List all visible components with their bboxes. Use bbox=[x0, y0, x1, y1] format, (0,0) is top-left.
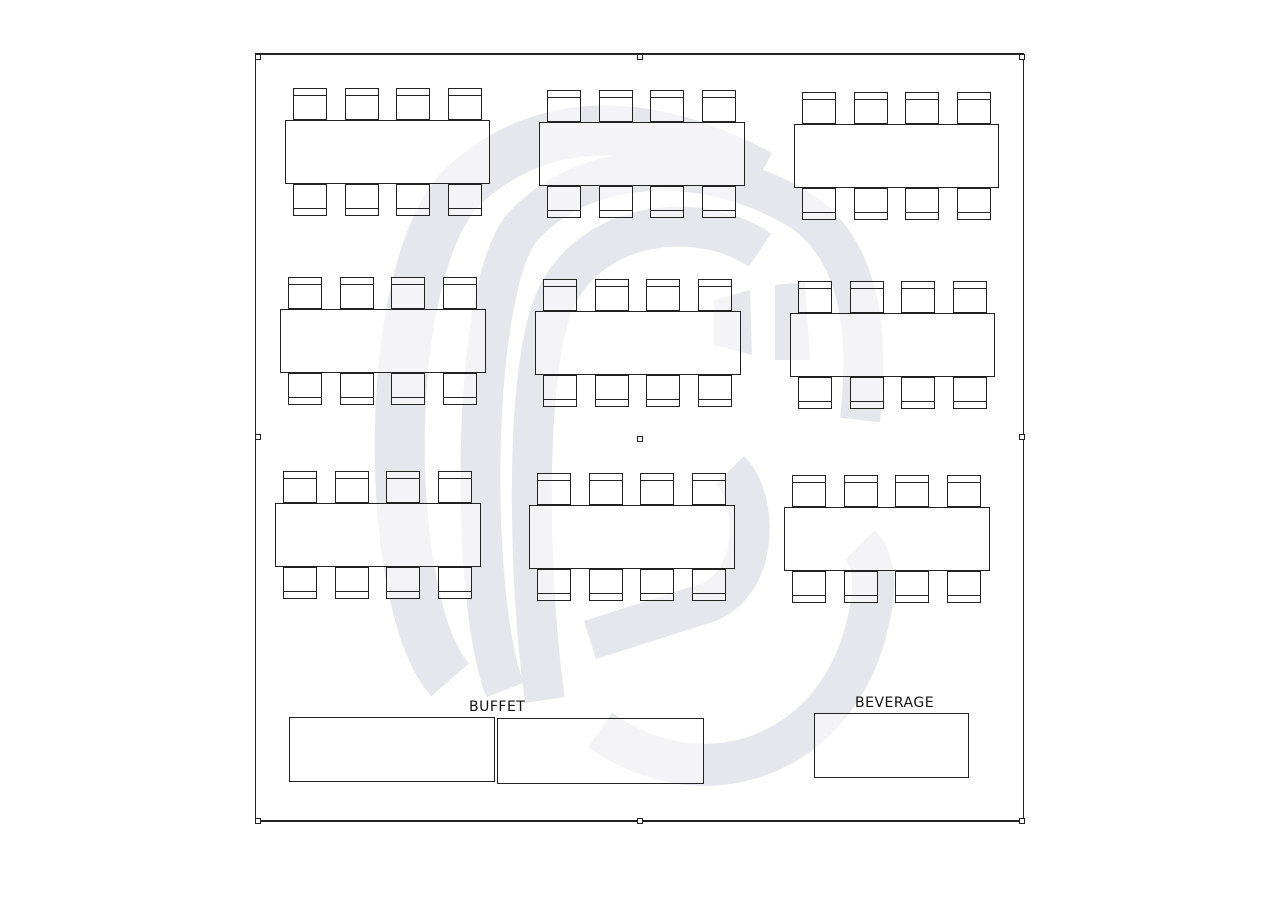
chair[interactable] bbox=[854, 188, 888, 220]
chair[interactable] bbox=[702, 186, 736, 218]
chair[interactable] bbox=[396, 184, 430, 216]
chair[interactable] bbox=[537, 569, 571, 601]
beverage-table[interactable] bbox=[814, 713, 969, 778]
chair[interactable] bbox=[391, 277, 425, 309]
chair[interactable] bbox=[640, 569, 674, 601]
chair[interactable] bbox=[443, 277, 477, 309]
dining-table[interactable] bbox=[784, 507, 990, 571]
chair[interactable] bbox=[391, 373, 425, 405]
chair[interactable] bbox=[340, 373, 374, 405]
chair[interactable] bbox=[844, 475, 878, 507]
chair[interactable] bbox=[947, 571, 981, 603]
chair[interactable] bbox=[798, 281, 832, 313]
chair[interactable] bbox=[646, 375, 680, 407]
chair[interactable] bbox=[895, 475, 929, 507]
chair[interactable] bbox=[650, 186, 684, 218]
resize-handle-middle-left[interactable] bbox=[255, 434, 261, 440]
chair[interactable] bbox=[692, 473, 726, 505]
dining-table[interactable] bbox=[529, 505, 735, 569]
chair[interactable] bbox=[698, 375, 732, 407]
chair[interactable] bbox=[448, 184, 482, 216]
chair[interactable] bbox=[698, 279, 732, 311]
chair[interactable] bbox=[340, 277, 374, 309]
chair[interactable] bbox=[905, 92, 939, 124]
resize-handle-center[interactable] bbox=[637, 436, 643, 442]
chair[interactable] bbox=[599, 90, 633, 122]
chair[interactable] bbox=[547, 186, 581, 218]
chair[interactable] bbox=[692, 569, 726, 601]
chair[interactable] bbox=[547, 90, 581, 122]
chair[interactable] bbox=[844, 571, 878, 603]
chair[interactable] bbox=[345, 184, 379, 216]
chair[interactable] bbox=[589, 569, 623, 601]
chair[interactable] bbox=[589, 473, 623, 505]
dining-table[interactable] bbox=[790, 313, 995, 377]
chair[interactable] bbox=[335, 567, 369, 599]
chair[interactable] bbox=[595, 279, 629, 311]
chair[interactable] bbox=[595, 375, 629, 407]
chair[interactable] bbox=[396, 88, 430, 120]
chair[interactable] bbox=[543, 375, 577, 407]
beverage-label: BEVERAGE bbox=[855, 695, 935, 711]
chair[interactable] bbox=[792, 475, 826, 507]
chair[interactable] bbox=[850, 281, 884, 313]
chair[interactable] bbox=[905, 188, 939, 220]
chair[interactable] bbox=[288, 277, 322, 309]
chair[interactable] bbox=[854, 92, 888, 124]
chair[interactable] bbox=[646, 279, 680, 311]
chair[interactable] bbox=[957, 188, 991, 220]
chair[interactable] bbox=[537, 473, 571, 505]
chair[interactable] bbox=[288, 373, 322, 405]
chair[interactable] bbox=[386, 567, 420, 599]
chair[interactable] bbox=[850, 377, 884, 409]
chair[interactable] bbox=[438, 567, 472, 599]
dining-table[interactable] bbox=[539, 122, 745, 186]
resize-handle-top-right[interactable] bbox=[1019, 54, 1025, 60]
chair[interactable] bbox=[650, 90, 684, 122]
chair[interactable] bbox=[283, 567, 317, 599]
dining-table[interactable] bbox=[535, 311, 741, 375]
resize-handle-top-left[interactable] bbox=[255, 54, 261, 60]
chair[interactable] bbox=[438, 471, 472, 503]
resize-handle-middle-right[interactable] bbox=[1019, 434, 1025, 440]
chair[interactable] bbox=[957, 92, 991, 124]
chair[interactable] bbox=[953, 377, 987, 409]
chair[interactable] bbox=[283, 471, 317, 503]
chair[interactable] bbox=[792, 571, 826, 603]
chair[interactable] bbox=[345, 88, 379, 120]
buffet-table[interactable] bbox=[497, 718, 704, 784]
chair[interactable] bbox=[335, 471, 369, 503]
chair[interactable] bbox=[640, 473, 674, 505]
chair[interactable] bbox=[798, 377, 832, 409]
chair[interactable] bbox=[293, 184, 327, 216]
chair[interactable] bbox=[386, 471, 420, 503]
chair[interactable] bbox=[895, 571, 929, 603]
chair[interactable] bbox=[901, 281, 935, 313]
buffet-table[interactable] bbox=[289, 717, 495, 782]
chair[interactable] bbox=[802, 188, 836, 220]
dining-table[interactable] bbox=[285, 120, 490, 184]
chair[interactable] bbox=[448, 88, 482, 120]
chair[interactable] bbox=[802, 92, 836, 124]
dining-table[interactable] bbox=[275, 503, 481, 567]
chair[interactable] bbox=[901, 377, 935, 409]
resize-handle-bottom-center[interactable] bbox=[637, 818, 643, 824]
dining-table[interactable] bbox=[280, 309, 486, 373]
resize-handle-top-center[interactable] bbox=[637, 54, 643, 60]
chair[interactable] bbox=[953, 281, 987, 313]
chair[interactable] bbox=[443, 373, 477, 405]
dining-table[interactable] bbox=[794, 124, 999, 188]
chair[interactable] bbox=[947, 475, 981, 507]
chair[interactable] bbox=[543, 279, 577, 311]
resize-handle-bottom-left[interactable] bbox=[255, 818, 261, 824]
resize-handle-bottom-right[interactable] bbox=[1019, 818, 1025, 824]
buffet-label: BUFFET bbox=[469, 699, 526, 715]
chair[interactable] bbox=[599, 186, 633, 218]
chair[interactable] bbox=[702, 90, 736, 122]
chair[interactable] bbox=[293, 88, 327, 120]
